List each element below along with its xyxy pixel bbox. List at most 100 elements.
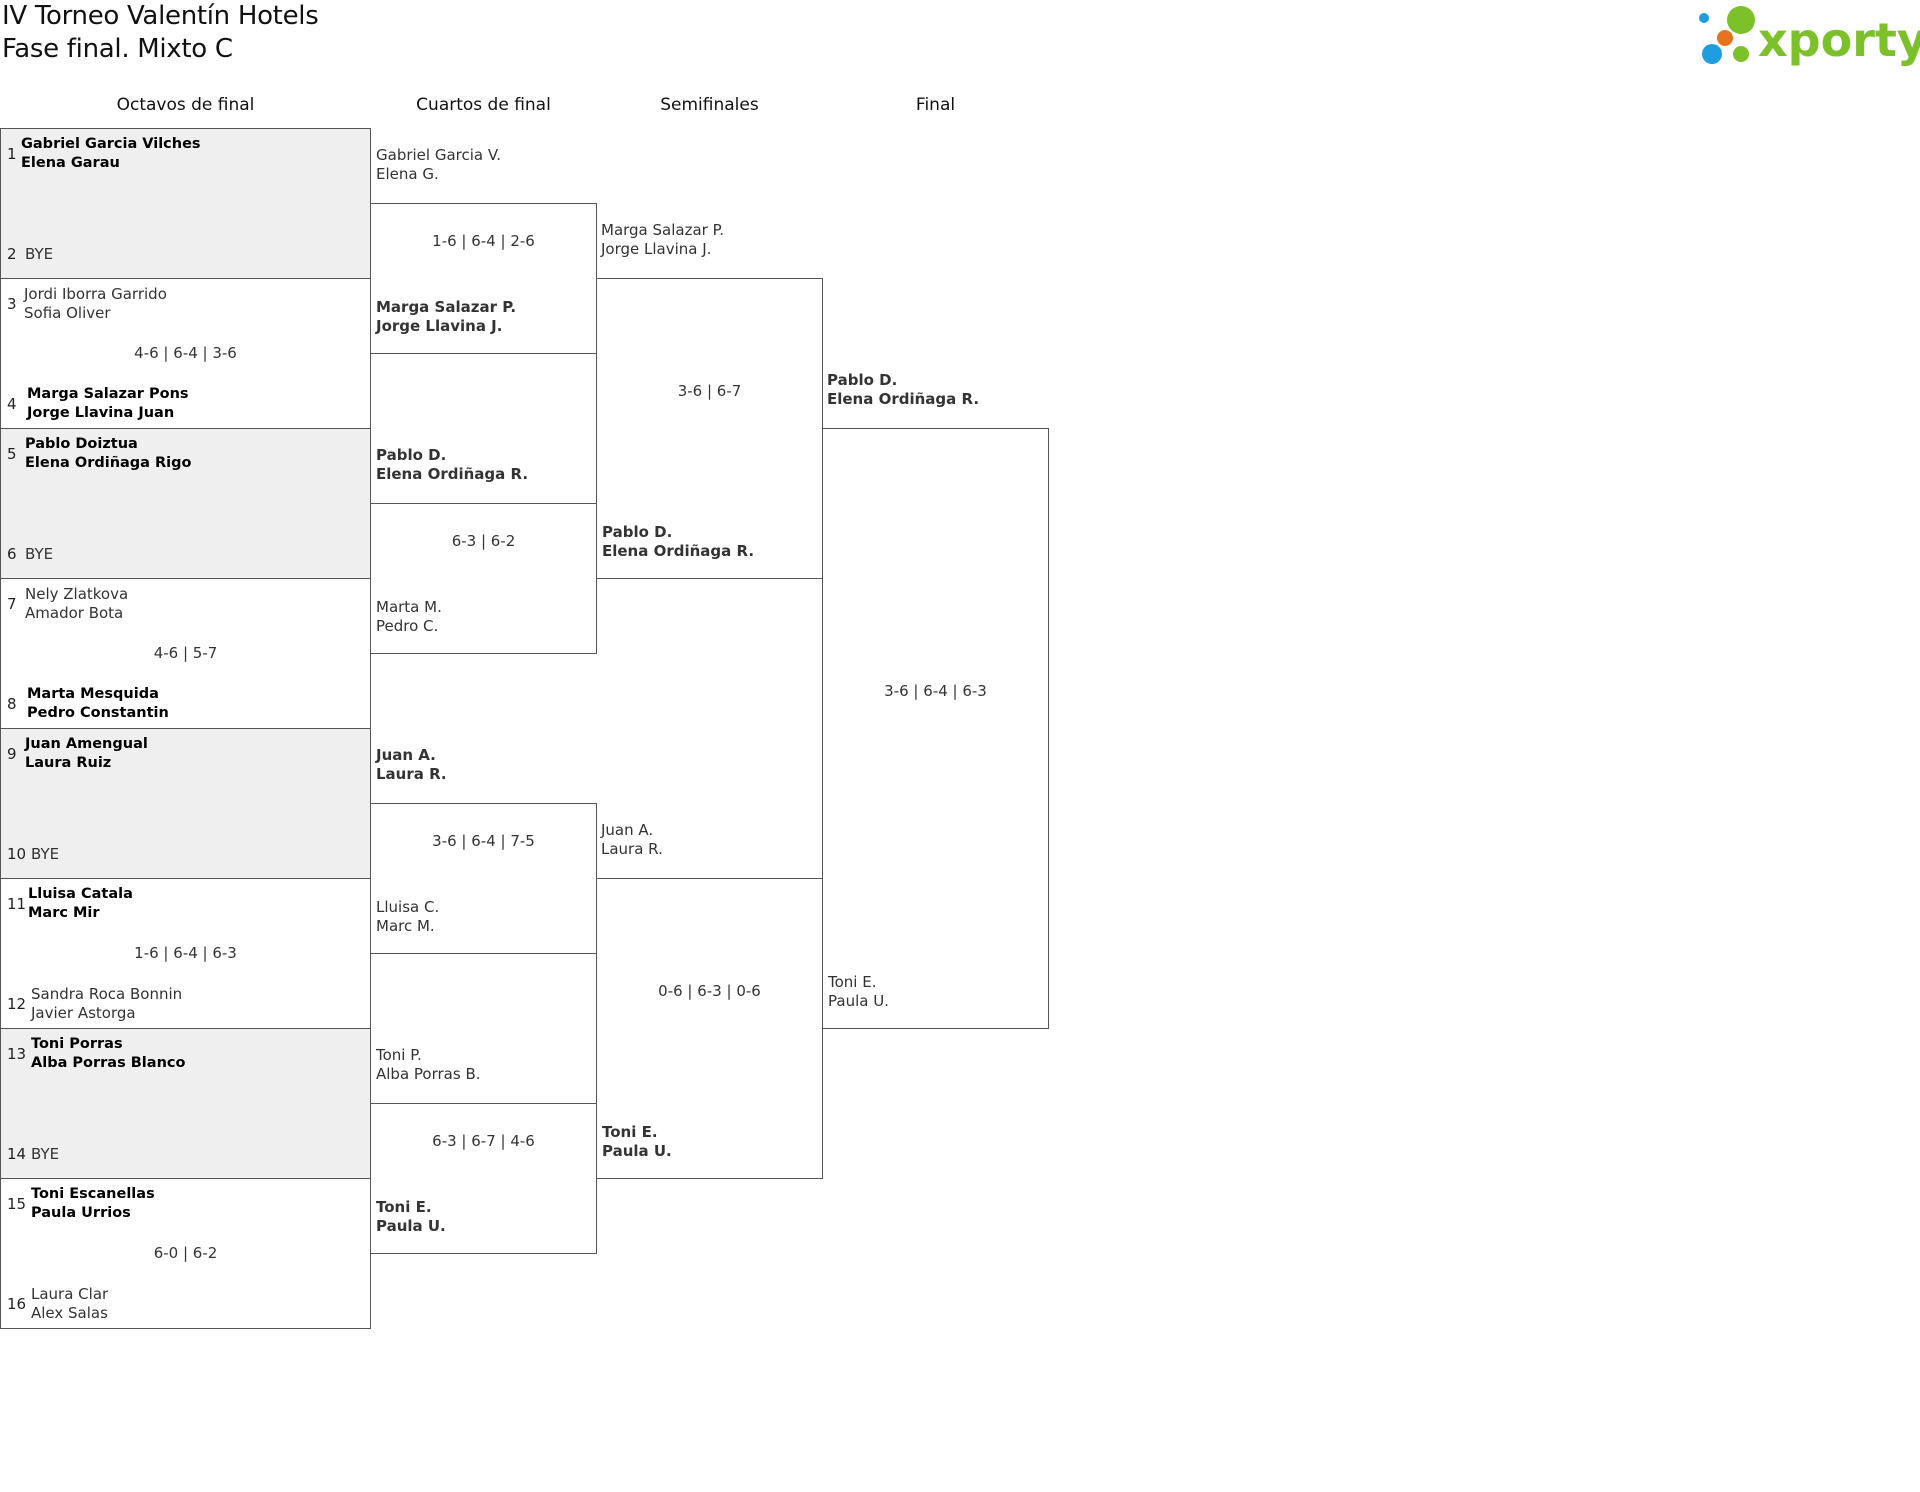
player-name: Paula U. xyxy=(376,1217,446,1235)
player-name: Paula U. xyxy=(828,992,889,1010)
match-score: 6-3 | 6-7 | 4-6 xyxy=(432,1132,535,1150)
team-b: BYE xyxy=(25,245,53,264)
round-header-semis: Semifinales xyxy=(660,95,759,115)
sf-team-b-winner: Toni E. Paula U. xyxy=(602,1123,672,1161)
match-score: 3-6 | 6-4 | 6-3 xyxy=(884,682,987,700)
player-name: Marc M. xyxy=(376,917,435,935)
seed-number: 11 xyxy=(7,895,27,913)
octavos-match: 13 Toni Porras Alba Porras Blanco 14 BYE xyxy=(0,1028,371,1179)
team-a-winner: Toni Escanellas Paula Urrios xyxy=(31,1185,155,1223)
player-name: BYE xyxy=(31,845,60,863)
team-b: BYE xyxy=(31,845,59,864)
player-name: Marga Salazar Pons xyxy=(27,386,189,402)
player-name: Alex Salas xyxy=(31,1304,108,1322)
team-a: Gabriel Garcia Vilches Elena Garau xyxy=(21,135,201,173)
team-b: Laura Clar Alex Salas xyxy=(31,1285,108,1323)
player-name: BYE xyxy=(31,1145,60,1163)
final-match: 3-6 | 6-4 | 6-3 Toni E. Paula U. xyxy=(822,428,1049,1029)
player-name: Pablo D. xyxy=(602,523,673,541)
octavos-match: 7 Nely Zlatkova Amador Bota 4-6 | 5-7 8 … xyxy=(0,578,371,729)
cuartos-match: 6-3 | 6-7 | 4-6 Toni E. Paula U. xyxy=(370,1103,597,1254)
player-name: Sandra Roca Bonnin xyxy=(31,985,183,1003)
player-name: Toni E. xyxy=(376,1198,432,1216)
sf-team-a: Juan A. Laura R. xyxy=(601,821,663,859)
team-b: Sandra Roca Bonnin Javier Astorga xyxy=(31,985,182,1023)
player-name: Paula U. xyxy=(602,1142,672,1160)
tournament-title: IV Torneo Valentín Hotels xyxy=(2,1,319,31)
logo-text: xporty xyxy=(1758,13,1920,67)
qf-team-a: Gabriel Garcia V. Elena G. xyxy=(376,146,501,184)
player-name: Sofia Oliver xyxy=(24,304,111,322)
player-name: Marc Mir xyxy=(28,905,100,921)
player-name: Toni Porras xyxy=(31,1036,123,1052)
seed-number: 1 xyxy=(7,145,17,163)
player-name: Lluisa C. xyxy=(376,898,440,916)
qf-team-b-winner: Toni E. Paula U. xyxy=(376,1198,446,1236)
octavos-match: 11 Lluisa Catala Marc Mir 1-6 | 6-4 | 6-… xyxy=(0,878,371,1029)
round-header-octavos: Octavos de final xyxy=(116,95,255,115)
octavos-match: 3 Jordi Iborra Garrido Sofia Oliver 4-6 … xyxy=(0,278,371,429)
round-header-cuartos: Cuartos de final xyxy=(416,95,551,115)
player-name: Juan A. xyxy=(601,821,654,839)
player-name: Nely Zlatkova xyxy=(25,585,129,603)
player-name: Elena Ordiñaga R. xyxy=(827,390,980,408)
sf-team-b-winner: Pablo D. Elena Ordiñaga R. xyxy=(602,523,754,561)
player-name: Pablo Doiztua xyxy=(25,436,138,452)
team-a: Nely Zlatkova Amador Bota xyxy=(25,585,128,623)
qf-team-b: Marta M. Pedro C. xyxy=(376,598,442,636)
match-score: 6-0 | 6-2 xyxy=(153,1244,218,1262)
seed-number: 8 xyxy=(7,695,17,713)
round-header-final: Final xyxy=(915,95,956,115)
player-name: Laura R. xyxy=(601,840,663,858)
match-score: 6-3 | 6-2 xyxy=(451,532,516,550)
seed-number: 3 xyxy=(7,295,17,313)
player-name: Toni E. xyxy=(602,1123,658,1141)
player-name: Javier Astorga xyxy=(31,1004,136,1022)
player-name: BYE xyxy=(25,245,54,263)
player-name: Amador Bota xyxy=(25,604,124,622)
seed-number: 12 xyxy=(7,995,27,1013)
player-name: Gabriel Garcia Vilches xyxy=(21,136,201,152)
player-name: Jorge Llavina J. xyxy=(376,317,503,335)
octavos-match: 1 Gabriel Garcia Vilches Elena Garau 2 B… xyxy=(0,128,371,279)
match-score: 3-6 | 6-4 | 7-5 xyxy=(432,832,535,850)
seed-number: 4 xyxy=(7,395,17,413)
match-score: 1-6 | 6-4 | 6-3 xyxy=(134,944,237,962)
octavos-match: 15 Toni Escanellas Paula Urrios 6-0 | 6-… xyxy=(0,1178,371,1329)
player-name: Pedro C. xyxy=(376,617,439,635)
team-b-winner: Marta Mesquida Pedro Constantin xyxy=(27,685,169,723)
player-name: Jorge Llavina Juan xyxy=(27,405,175,421)
match-score: 0-6 | 6-3 | 0-6 xyxy=(658,982,761,1000)
player-name: Marta Mesquida xyxy=(27,686,159,702)
player-name: Toni P. xyxy=(376,1046,422,1064)
player-name: Lluisa Catala xyxy=(28,886,133,902)
player-name: BYE xyxy=(25,545,54,563)
team-b: BYE xyxy=(31,1145,59,1164)
phase-subtitle: Fase final. Mixto C xyxy=(2,34,233,64)
seed-number: 15 xyxy=(7,1195,27,1213)
player-name: Laura Clar xyxy=(31,1285,109,1303)
qf-team-a-winner: Juan A. Laura R. xyxy=(376,746,447,784)
player-name: Marta M. xyxy=(376,598,442,616)
player-name: Laura R. xyxy=(376,765,447,783)
final-team-a-winner: Pablo D. Elena Ordiñaga R. xyxy=(827,371,979,409)
cuartos-match: 6-3 | 6-2 Marta M. Pedro C. xyxy=(370,503,597,654)
team-b: BYE xyxy=(25,545,53,564)
match-score: 4-6 | 6-4 | 3-6 xyxy=(134,344,237,362)
seed-number: 9 xyxy=(7,745,17,763)
player-name: Laura Ruiz xyxy=(25,755,112,771)
final-team-b: Toni E. Paula U. xyxy=(828,973,889,1011)
cuartos-match: 1-6 | 6-4 | 2-6 Marga Salazar P. Jorge L… xyxy=(370,203,597,354)
seed-number: 10 xyxy=(7,845,27,863)
player-name: Juan Amengual xyxy=(25,736,148,752)
player-name: Elena G. xyxy=(376,165,439,183)
player-name: Paula Urrios xyxy=(31,1205,131,1221)
match-score: 4-6 | 5-7 xyxy=(153,644,218,662)
team-a: Pablo Doiztua Elena Ordiñaga Rigo xyxy=(25,435,192,473)
player-name: Marga Salazar P. xyxy=(601,221,725,239)
seed-number: 16 xyxy=(7,1295,27,1313)
player-name: Juan A. xyxy=(376,746,436,764)
player-name: Pablo D. xyxy=(376,446,447,464)
seed-number: 14 xyxy=(7,1145,27,1163)
team-a: Juan Amengual Laura Ruiz xyxy=(25,735,148,773)
